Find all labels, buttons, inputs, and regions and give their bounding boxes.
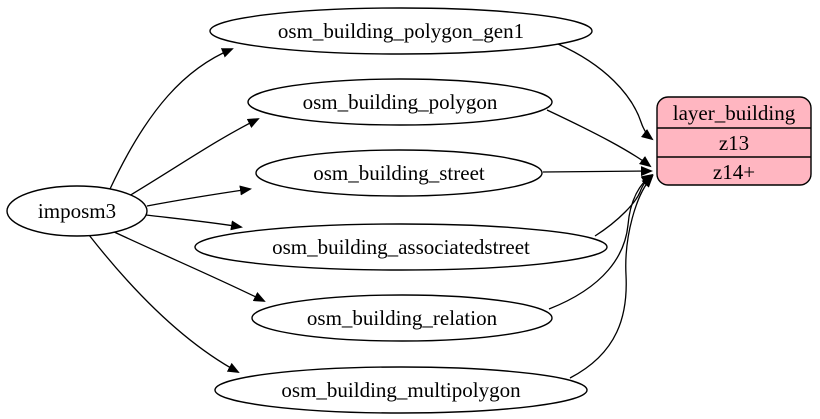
polygon-gen1-label: osm_building_polygon_gen1: [278, 19, 524, 43]
edge-relation-to-z14: [548, 173, 654, 310]
imposm3-ellipse: [6, 185, 148, 237]
edge-multipolygon-to-z14: [569, 175, 654, 379]
associatedstreet-ellipse: [194, 223, 608, 271]
layer-building-box: [656, 96, 812, 186]
layer-building-title: layer_building: [673, 101, 796, 125]
edge-polygon-gen1-to-z13: [557, 43, 654, 141]
imposm3-label: imposm3: [38, 199, 116, 223]
node-osm-building-multipolygon: osm_building_multipolygon: [214, 366, 588, 414]
polygon-label: osm_building_polygon: [303, 90, 498, 114]
edge-street-to-z14: [542, 166, 653, 177]
node-osm-building-associatedstreet: osm_building_associatedstreet: [194, 223, 608, 271]
associatedstreet-label: osm_building_associatedstreet: [272, 235, 530, 259]
node-osm-building-relation: osm_building_relation: [251, 294, 553, 342]
edge-imposm3-to-multipolygon: [88, 234, 240, 373]
edge-imposm3-to-relation: [111, 230, 266, 302]
relation-label: osm_building_relation: [307, 306, 498, 330]
layer-building-row-z14plus: z14+: [713, 160, 755, 184]
layer-building-row-z13: z13: [719, 131, 749, 155]
node-layer-building: layer_building z13 z14+: [656, 96, 812, 186]
edge-imposm3-to-street: [146, 185, 252, 207]
relation-ellipse: [251, 294, 553, 342]
edge-imposm3-to-polygon-gen1: [109, 48, 234, 190]
node-osm-building-polygon-gen1: osm_building_polygon_gen1: [209, 7, 593, 55]
multipolygon-label: osm_building_multipolygon: [281, 378, 521, 402]
multipolygon-ellipse: [214, 366, 588, 414]
edge-associatedstreet-to-z14: [594, 174, 654, 237]
node-imposm3: imposm3: [6, 185, 148, 237]
edge-polygon-to-z14: [546, 109, 652, 168]
street-label: osm_building_street: [313, 161, 485, 185]
node-osm-building-street: osm_building_street: [255, 149, 543, 197]
polygon-ellipse: [247, 78, 553, 126]
polygon-gen1-ellipse: [209, 7, 593, 55]
street-ellipse: [255, 149, 543, 197]
edge-imposm3-to-associatedstreet: [145, 214, 243, 231]
node-osm-building-polygon: osm_building_polygon: [247, 78, 553, 126]
edge-group: [88, 43, 654, 379]
edge-imposm3-to-polygon: [128, 118, 260, 197]
